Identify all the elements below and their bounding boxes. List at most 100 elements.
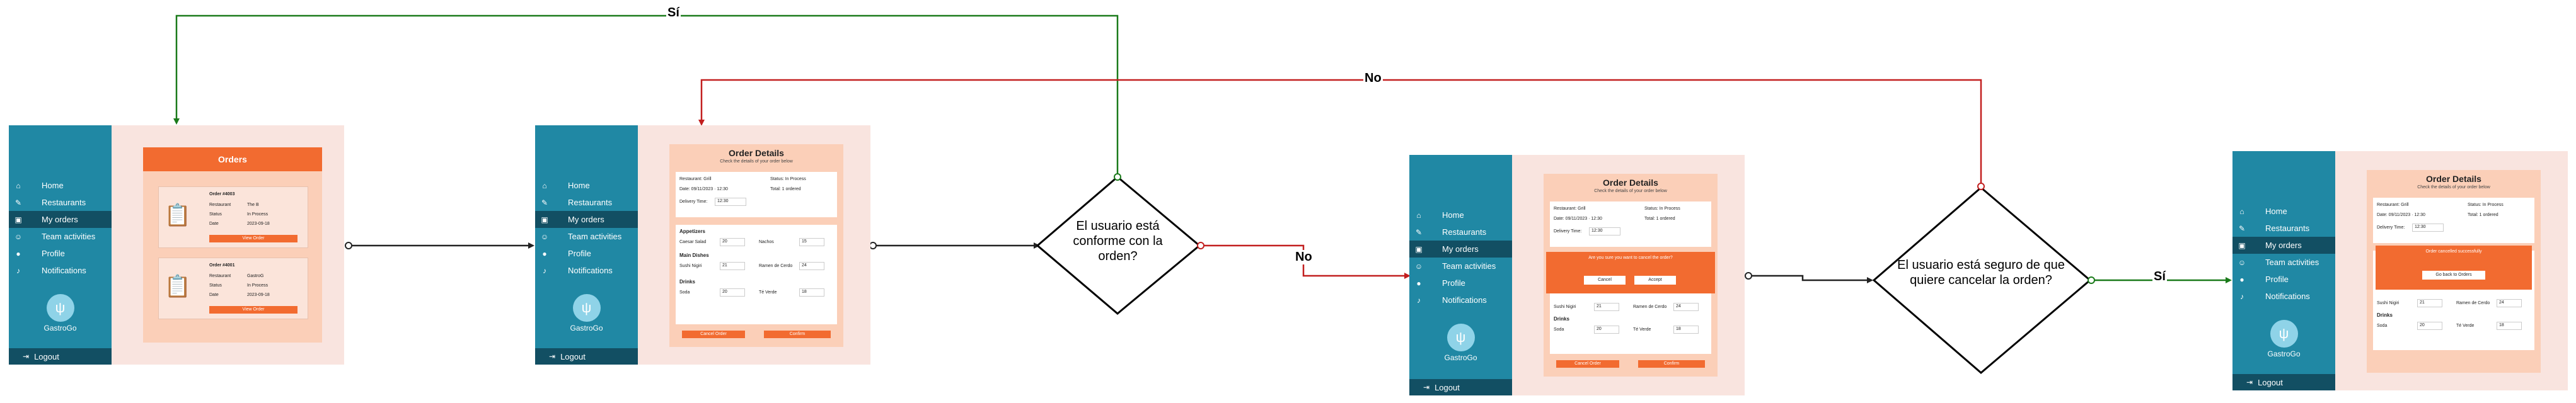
home-icon: ⌂ (2239, 207, 2244, 216)
cancel-order-button[interactable]: Cancel Order (1556, 360, 1619, 368)
view-order-button[interactable]: View Order (209, 235, 297, 242)
arrowhead-screen2 (528, 242, 534, 249)
total-info: Total: 1 ordered (770, 187, 801, 191)
logout-button[interactable]: ⇥ Logout (535, 348, 638, 365)
order-card-2[interactable]: 📋 Order #4001 Restaurant GastroG Status … (158, 258, 308, 319)
profile-icon: ● (542, 249, 547, 258)
nav-team-activities[interactable]: ☺ Team activities (2232, 254, 2335, 271)
order-card-1[interactable]: 📋 Order #4003 Restaurant The B Status In… (158, 186, 308, 248)
item-qty[interactable]: 21 (2417, 299, 2442, 307)
item-name: Soda (2377, 324, 2388, 328)
nav-my-orders[interactable]: ▣My orders (2232, 237, 2335, 254)
nav-label: Team activities (1442, 261, 1496, 271)
nav-label: My orders (1442, 244, 1479, 254)
nav-notifications[interactable]: ♪Notifications (9, 262, 112, 279)
edge-yes-decision1-to-screen1 (175, 14, 1119, 177)
brand-logo: ψ GastroGo (1409, 324, 1512, 362)
item-qty[interactable]: 20 (720, 238, 745, 246)
team-icon: ☺ (2238, 258, 2246, 267)
nav-notifications[interactable]: ♪Notifications (1409, 292, 1512, 309)
team-icon: ☺ (1414, 261, 1423, 271)
nav-my-orders[interactable]: ▣My orders (535, 211, 638, 228)
no-dot-1 (1197, 242, 1204, 249)
edge-start-dot-3 (1745, 272, 1752, 280)
nav-restaurants[interactable]: ✎Restaurants (1409, 224, 1512, 241)
logout-icon: ⇥ (549, 352, 556, 361)
no-label-decision1: No (1294, 250, 1314, 264)
item-qty[interactable]: 24 (1673, 303, 1699, 311)
nav-home[interactable]: ⌂Home (2232, 203, 2335, 220)
nav-team-activities[interactable]: ☺ Team activities (1409, 258, 1512, 275)
nav-team-activities[interactable]: ☺Team activities (535, 228, 638, 245)
item-qty[interactable]: 21 (1594, 303, 1619, 311)
order-info-card: Restaurant: Grill Date: 09/11/2023 · 12:… (1550, 202, 1711, 247)
nav-team-activities[interactable]: ☺Team activities (9, 228, 112, 245)
cancel-order-button[interactable]: Cancel Order (682, 331, 745, 338)
details-title: Order Details (729, 148, 784, 158)
logout-button[interactable]: ⇥Logout (2232, 374, 2335, 390)
nav-profile[interactable]: ●Profile (535, 245, 638, 262)
nav-profile[interactable]: ●Profile (9, 245, 112, 262)
dialog-accept-button[interactable]: Accept (1634, 276, 1676, 285)
delivery-time-field[interactable]: 12:30 (2412, 224, 2444, 232)
nav-my-orders[interactable]: ▣My orders (1409, 241, 1512, 258)
status-info: Status: In Process (1644, 207, 1680, 211)
nav-label: Team activities (2265, 258, 2319, 267)
item-qty[interactable]: 18 (1673, 326, 1699, 334)
logout-label: Logout (560, 351, 586, 361)
back-to-orders-button[interactable]: Go back to Orders (2422, 271, 2485, 280)
item-qty[interactable]: 18 (2497, 322, 2522, 330)
date-info: Date: 09/11/2023 · 12:30 (1554, 217, 1602, 221)
nav-profile[interactable]: ●Profile (2232, 271, 2335, 288)
logout-label: Logout (2258, 377, 2283, 387)
nav-restaurants[interactable]: ✎Restaurants (2232, 220, 2335, 237)
delivery-time-field[interactable]: 12:30 (715, 198, 746, 206)
nav-notifications[interactable]: ♪Notifications (2232, 288, 2335, 305)
edge-start-dot-1 (345, 242, 352, 249)
brand-logo: ψ GastroGo (9, 294, 112, 332)
fork-icon: ψ (1447, 324, 1475, 351)
orders-icon: ▣ (14, 215, 22, 224)
item-qty[interactable]: 24 (2497, 299, 2522, 307)
nav-my-orders[interactable]: ▣My orders (9, 211, 112, 228)
nav-restaurants[interactable]: ✎Restaurants (9, 194, 112, 211)
item-qty[interactable]: 21 (720, 262, 745, 270)
restaurant-info: Restaurant: Grill (2377, 203, 2409, 207)
arrowhead-yes-screen1 (173, 118, 180, 125)
nav-home[interactable]: ⌂Home (1409, 207, 1512, 224)
drinks-heading: Drinks (2377, 312, 2393, 318)
nav-label: Notifications (2265, 292, 2310, 301)
logout-button[interactable]: ⇥Logout (1409, 379, 1512, 395)
nav-label: Team activities (42, 232, 96, 241)
nav-notifications[interactable]: ♪Notifications (535, 262, 638, 279)
confirm-order-button[interactable]: Confirm (764, 331, 831, 338)
confirm-order-button[interactable]: Confirm (1638, 360, 1705, 368)
item-qty[interactable]: 20 (1594, 326, 1619, 334)
item-qty[interactable]: 18 (799, 288, 824, 297)
restaurant-info: Restaurant: Grill (679, 177, 712, 181)
total-info: Total: 1 ordered (2468, 213, 2498, 217)
item-name: Sushi Nigiri (2377, 301, 2400, 305)
nav-home[interactable]: ⌂Home (535, 177, 638, 194)
screen-cancel-confirmation: ⌂Home ✎Restaurants ▣My orders ☺ Team acti… (1409, 155, 1745, 395)
item-qty[interactable]: 15 (799, 238, 824, 246)
logout-button[interactable]: ⇥Logout (9, 348, 112, 365)
nav-restaurants[interactable]: ✎Restaurants (535, 194, 638, 211)
screen-order-cancelled: ⌂Home ✎Restaurants ▣My orders ☺ Team acti… (2232, 151, 2568, 390)
nav-home[interactable]: ⌂Home (9, 177, 112, 194)
nav-label: Profile (42, 249, 65, 258)
details-panel: Order Details Check the details of your … (669, 144, 843, 347)
view-order-button[interactable]: View Order (209, 306, 297, 314)
order-info-card: Restaurant: Grill Date: 09/11/2023 · 12:… (2373, 198, 2534, 243)
sidebar: ⌂Home ✎Restaurants ▣My orders ☺ Team acti… (1409, 155, 1512, 395)
logout-label: Logout (1435, 382, 1460, 392)
dialog-cancel-button[interactable]: Cancel (1584, 276, 1626, 285)
item-qty[interactable]: 20 (2417, 322, 2442, 330)
sidebar: ⌂Home ✎Restaurants ▣My orders ☺Team acti… (9, 125, 112, 365)
cancel-confirm-dialog: Are you sure you want to cancel the orde… (1546, 252, 1715, 293)
item-qty[interactable]: 24 (799, 262, 824, 270)
nav-profile[interactable]: ●Profile (1409, 275, 1512, 292)
no-label-top: No (1363, 71, 1383, 86)
item-qty[interactable]: 20 (720, 288, 745, 297)
delivery-time-field[interactable]: 12:30 (1589, 227, 1620, 236)
